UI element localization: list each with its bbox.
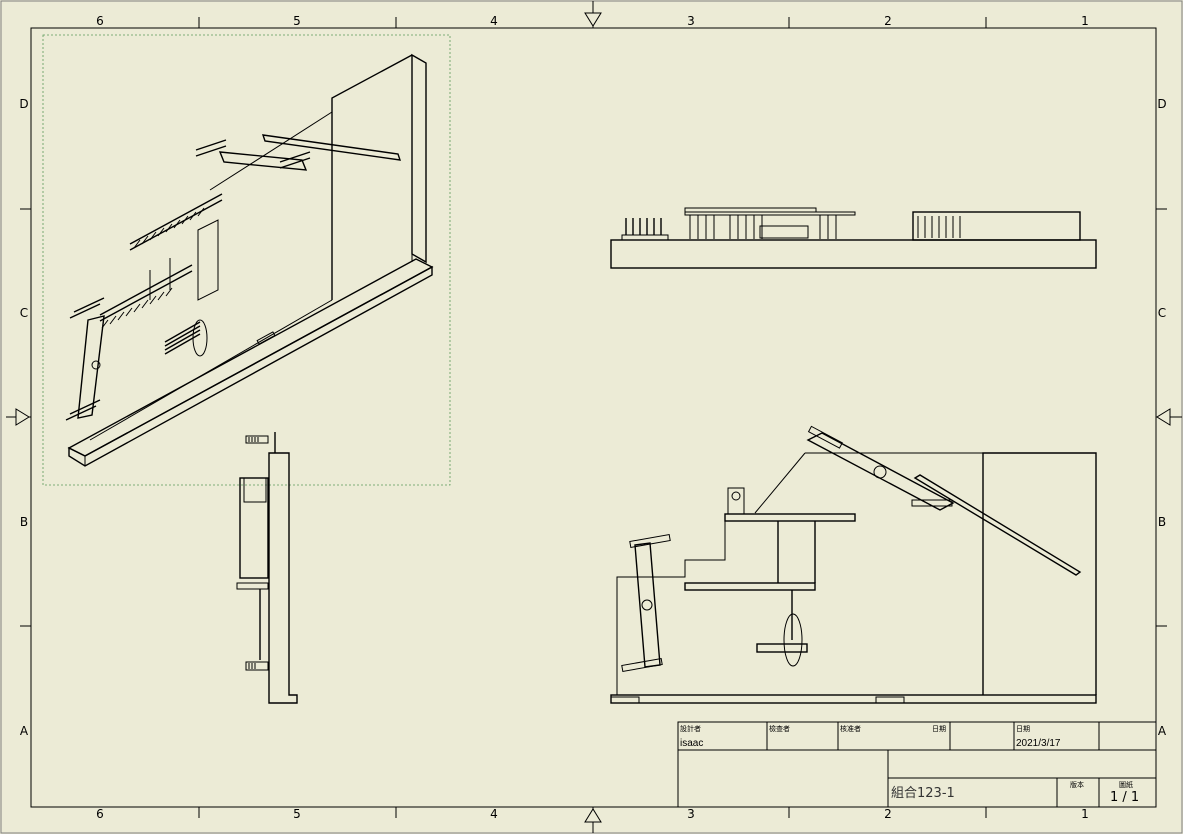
- zone-ticks: [20, 17, 1167, 818]
- col-label-bottom-6: 6: [96, 807, 104, 821]
- col-label-top-6: 6: [96, 14, 104, 28]
- sheet-label: 圖紙: [1119, 780, 1133, 789]
- comb-upper: [129, 193, 223, 251]
- top-view[interactable]: [610, 207, 1097, 269]
- col-label-bottom-5: 5: [293, 807, 301, 821]
- col-label-top-4: 4: [490, 14, 498, 28]
- front-view[interactable]: [610, 425, 1097, 704]
- approver-label: 核准者: [840, 724, 861, 733]
- centering-marks: [6, 1, 1182, 833]
- designer-label: 設計者: [680, 724, 701, 733]
- revision-label: 版本: [1070, 780, 1084, 789]
- sheet-value: 1 / 1: [1110, 790, 1139, 805]
- row-label-left-c: C: [20, 306, 28, 320]
- isometric-view[interactable]: [42, 34, 451, 486]
- col-label-bottom-4: 4: [490, 807, 498, 821]
- date-value: 2021/3/17: [1016, 738, 1061, 749]
- col-label-top-2: 2: [884, 14, 892, 28]
- col-label-top-3: 3: [687, 14, 695, 28]
- date-label-2: 日期: [1016, 725, 1030, 733]
- col-label-bottom-2: 2: [884, 807, 892, 821]
- checker-label: 檢查者: [769, 724, 790, 733]
- row-label-right-c: C: [1158, 306, 1166, 320]
- gripper: [164, 319, 208, 357]
- back-wall-side: [411, 53, 427, 264]
- title-block: 設計者 isaac 檢查者 核准者 日期 日期 2021/3/17 組合123-…: [677, 721, 1157, 808]
- col-label-top-5: 5: [293, 14, 301, 28]
- row-label-right-b: B: [1158, 515, 1166, 529]
- drawing-title: 組合123-1: [891, 786, 955, 801]
- row-label-left-d: D: [19, 97, 28, 111]
- designer-value: isaac: [680, 738, 703, 749]
- col-label-top-1: 1: [1081, 14, 1089, 28]
- col-label-bottom-3: 3: [687, 807, 695, 821]
- row-label-left-b: B: [20, 515, 28, 529]
- row-label-right-d: D: [1157, 97, 1166, 111]
- col-label-bottom-1: 1: [1081, 807, 1089, 821]
- selection-box: [42, 34, 451, 486]
- comb-middle: [99, 264, 193, 329]
- date-label-1: 日期: [932, 725, 946, 733]
- side-view[interactable]: [236, 432, 298, 704]
- row-label-right-a: A: [1158, 724, 1167, 738]
- zone-labels: 6 5 4 3 2 1 6 5 4 3 2 1 D C B A D C B A: [19, 14, 1167, 821]
- row-label-left-a: A: [20, 724, 29, 738]
